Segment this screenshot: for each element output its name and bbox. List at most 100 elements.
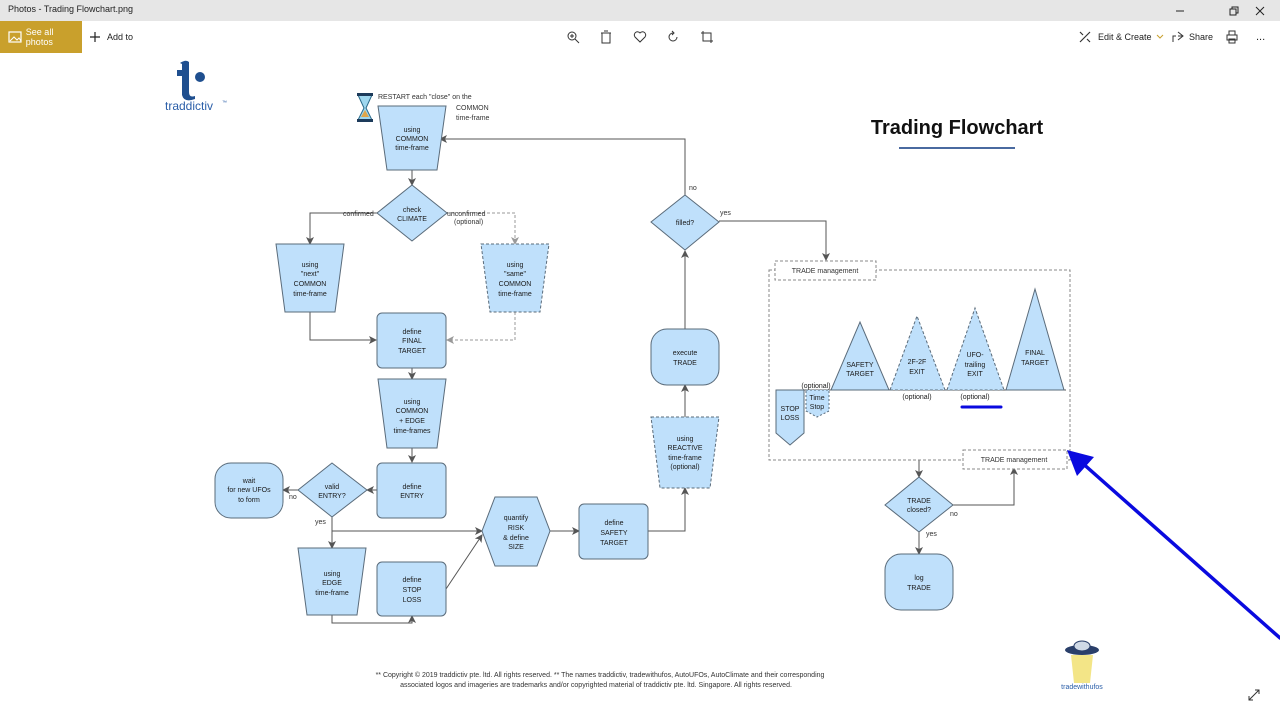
- safety-def-text-2: SAFETY: [600, 530, 628, 537]
- favorite-button[interactable]: [630, 27, 650, 47]
- valid-entry-node: [297, 462, 368, 518]
- using-common-text-2: COMMON: [396, 136, 429, 143]
- final-target-text-1: define: [402, 329, 421, 336]
- stop-loss-text-1: define: [402, 577, 421, 584]
- using-common-text-3: time-frame: [395, 145, 429, 152]
- stop-loss-text-a: STOP: [781, 406, 800, 413]
- share-label: Share: [1189, 32, 1214, 42]
- quantify-text-3: & define: [503, 535, 529, 542]
- window-title: Photos - Trading Flowchart.png: [8, 4, 134, 14]
- same-common-text-4: time-frame: [498, 291, 532, 298]
- stop-loss-shape: [775, 389, 805, 446]
- add-to-label: Add to: [107, 32, 134, 42]
- zoom-icon: [567, 31, 580, 44]
- quantify-text-1: quantify: [504, 515, 529, 522]
- zoom-button[interactable]: [563, 27, 583, 47]
- see-all-photos-label: See all photos: [25, 27, 54, 47]
- stop-loss-text-2: STOP: [403, 587, 422, 594]
- execute-text-2: TRADE: [673, 360, 697, 367]
- close-button[interactable]: [1240, 0, 1280, 21]
- filled-decision-node: [650, 194, 720, 251]
- check-climate-text-2: CLIMATE: [397, 216, 427, 223]
- share-button[interactable]: Share: [1172, 21, 1213, 53]
- next-common-text-4: time-frame: [293, 291, 327, 298]
- traddictiv-logo: traddictiv ™: [165, 60, 227, 113]
- add-to-button[interactable]: Add to: [89, 21, 133, 53]
- valid-entry-yes-label: yes: [315, 519, 326, 526]
- define-entry-text-1: define: [402, 484, 421, 491]
- ufo-trail-optional: (optional): [960, 394, 989, 401]
- using-common-timeframe-node: [377, 105, 447, 171]
- ufo-trail-text-b: trailing: [965, 362, 986, 369]
- edit-create-button[interactable]: Edit & Create: [1078, 21, 1164, 53]
- final-target-text-2: FINAL: [402, 338, 422, 345]
- hourglass-icon: [357, 93, 373, 122]
- reactive-text-2: REACTIVE: [667, 445, 702, 452]
- define-stop-loss-node: [376, 561, 447, 617]
- print-icon: [1226, 30, 1238, 44]
- minimize-button[interactable]: [1160, 0, 1200, 21]
- share-icon: [1172, 31, 1184, 42]
- safety-def-text-3: TARGET: [600, 540, 629, 547]
- using-edge-timeframe-node: [297, 547, 367, 616]
- print-button[interactable]: [1222, 27, 1242, 47]
- check-climate-node: [376, 184, 448, 242]
- two-f-text-a: 2F-2F: [908, 359, 927, 366]
- reactive-text-3: time-frame: [668, 455, 702, 462]
- traddictiv-logo-text: traddictiv: [165, 99, 213, 113]
- trade-mgmt-label-top: TRADE management: [792, 268, 859, 275]
- fullscreen-button[interactable]: [1247, 688, 1263, 704]
- wait-text-3: to form: [238, 497, 260, 504]
- wait-text-1: wait: [242, 478, 256, 485]
- trade-mgmt-label-box-bottom: [962, 449, 1068, 470]
- next-common-text-3: COMMON: [294, 281, 327, 288]
- edit-create-icon: [1079, 31, 1091, 43]
- time-stop-optional: (optional): [801, 383, 830, 390]
- log-trade-text-1: log: [914, 575, 923, 582]
- filled-no-label: no: [689, 185, 697, 192]
- check-climate-text-1: check: [403, 207, 422, 214]
- two-f-optional: (optional): [902, 394, 931, 401]
- common-edge-text-1: using: [404, 399, 421, 406]
- trade-mgmt-label-box-top: [774, 260, 877, 281]
- photos-icon: [8, 31, 22, 43]
- restart-note-2: COMMON: [456, 105, 489, 112]
- window-titlebar: Photos - Trading Flowchart.png: [0, 0, 1280, 21]
- ufo-trail-text-a: UFO-: [966, 352, 984, 359]
- define-final-target-node: [376, 312, 447, 369]
- delete-icon: [601, 30, 611, 44]
- using-next-common-node: [275, 243, 345, 313]
- more-button[interactable]: ...: [1256, 31, 1266, 43]
- valid-entry-text-1: valid: [325, 484, 340, 491]
- wait-for-ufos-node: [214, 462, 284, 519]
- see-all-photos-button[interactable]: See all photos: [0, 21, 82, 53]
- restart-note: RESTART each "close" on the: [378, 94, 472, 101]
- common-edge-text-2: COMMON: [396, 408, 429, 415]
- using-reactive-node: [650, 416, 720, 489]
- edge-tf-text-2: EDGE: [322, 580, 342, 587]
- same-common-text-3: COMMON: [499, 281, 532, 288]
- crop-icon: [701, 31, 713, 43]
- expand-icon: [1248, 689, 1260, 701]
- same-common-text-1: using: [507, 262, 524, 269]
- flow-connectors: [282, 135, 1018, 624]
- execute-trade-node: [650, 328, 720, 386]
- trade-closed-text-2: closed?: [907, 507, 931, 514]
- restore-icon: [1229, 6, 1239, 15]
- common-edge-text-3: + EDGE: [399, 418, 425, 425]
- traddictiv-tm: ™: [222, 100, 227, 106]
- copyright-line-1: ** Copyright © 2019 traddictiv pte. ltd.…: [376, 671, 825, 679]
- rotate-button[interactable]: [663, 27, 683, 47]
- heart-icon: [633, 31, 647, 43]
- using-common-edge-node: [377, 378, 447, 449]
- two-f-exit-shape: [889, 314, 946, 391]
- edge-tf-text-1: using: [324, 571, 341, 578]
- safety-text-a: SAFETY: [846, 362, 874, 369]
- crop-button[interactable]: [697, 27, 717, 47]
- ufo-trailing-exit-shape: [946, 306, 1005, 391]
- restore-button[interactable]: [1214, 0, 1254, 21]
- delete-button[interactable]: [596, 27, 616, 47]
- log-trade-text-2: TRADE: [907, 585, 931, 592]
- two-f-text-b: EXIT: [909, 369, 925, 376]
- stop-loss-text-b: LOSS: [781, 415, 800, 422]
